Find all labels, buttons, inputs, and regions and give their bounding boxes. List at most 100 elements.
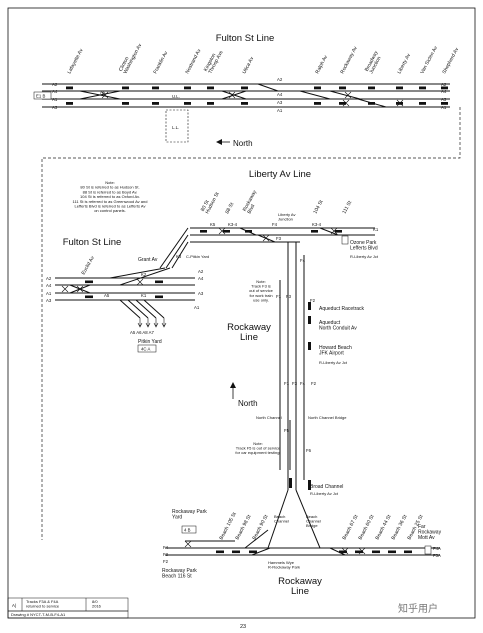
liberty-track-k1: K1	[373, 227, 379, 232]
switch-x	[344, 91, 352, 99]
platform	[223, 230, 230, 233]
f-label-f1-mid: F1	[284, 381, 290, 386]
fl-track-a5: A5	[104, 293, 110, 298]
liberty-track-k34-b: K3-4	[312, 222, 322, 227]
station-88-st-line: 88 St	[224, 201, 235, 215]
yard-box	[137, 344, 157, 353]
platform	[66, 86, 73, 90]
park-track-f2: F2	[163, 559, 169, 564]
north-channel-right: North Channel Bridge	[308, 415, 347, 420]
f-label-f3-mid: F3	[292, 381, 298, 386]
platform	[404, 550, 412, 554]
park-track-f3: F3	[163, 552, 169, 557]
liberty-line-title: Liberty Av Line	[249, 169, 311, 180]
switch-x	[218, 227, 226, 235]
north-arrow-mid	[230, 382, 236, 399]
platform	[419, 102, 426, 105]
far-signal-box	[424, 545, 432, 555]
yard-arrow	[161, 318, 167, 328]
platform	[241, 86, 248, 90]
drawing-number: Drawing # NYCT-T-M-B-F4-A1	[11, 612, 66, 617]
platform	[368, 86, 375, 90]
platform	[216, 550, 224, 554]
switch-x	[341, 547, 349, 555]
fulton-track-a2-right: A2	[441, 82, 447, 87]
platform	[308, 480, 311, 490]
liberty-track-f3: F3	[276, 236, 282, 241]
yard-arrow	[153, 318, 159, 328]
rockaway-trunk-tracks	[267, 242, 321, 549]
fulton-track-a3-left: A3	[52, 105, 58, 110]
fulton-track-a5: A5	[100, 90, 106, 95]
platform	[419, 86, 426, 90]
switch-x	[262, 234, 270, 242]
station-88-st: 88 St	[224, 201, 235, 215]
bottom-platforms	[184, 540, 412, 555]
north-channel-left: North Channel	[256, 415, 282, 420]
platform	[241, 102, 248, 105]
fl-track-a4: A4	[46, 283, 52, 288]
fulton-track-a4-right: A4	[441, 89, 447, 94]
platform	[207, 86, 214, 90]
platform	[388, 550, 396, 554]
north-label-top: North	[233, 139, 253, 148]
platform	[396, 86, 403, 90]
platform	[245, 230, 252, 233]
platform	[339, 550, 347, 554]
fulton-left-title: Fulton St Line	[63, 237, 122, 248]
switch-x	[184, 540, 192, 548]
platform	[308, 316, 311, 324]
platform	[200, 230, 207, 233]
fulton-track-a1-mid: A1	[277, 108, 283, 113]
liberty-track-k34-a: K3-4	[228, 222, 238, 227]
platform	[152, 102, 159, 105]
fulton-track-a3-mid: A3	[277, 100, 283, 105]
howard-interlocking: R-Liberty Av Jct	[319, 360, 348, 365]
fl-track-a1: A1	[46, 291, 52, 296]
fulton-track-a1-right: A1	[441, 105, 447, 110]
platform	[441, 102, 448, 105]
f-label-f2-mid: F2	[311, 381, 317, 386]
station-rockaway-blvd-line: Blvd	[246, 203, 256, 215]
f5-label: F5	[284, 428, 290, 433]
yard-arrow	[137, 318, 143, 328]
f-label-f4-mid: F4	[300, 381, 306, 386]
north-label-mid: North	[238, 399, 258, 408]
yard-tracks: A5 A6 A8 A7	[130, 330, 155, 335]
f-label-f1-top: F1	[276, 294, 282, 299]
platform	[207, 102, 214, 105]
far-track-f4a: F4A	[433, 546, 441, 551]
f6-label: F6	[306, 448, 312, 453]
pitkin-yard-interlocking: C-Pitkin Yard	[186, 254, 209, 259]
fulton-tracks	[42, 83, 450, 108]
switch-x	[61, 285, 69, 293]
platform	[122, 102, 129, 105]
page-number: 23	[240, 624, 246, 630]
fr-track-a3: A3	[198, 291, 204, 296]
north-arrow-top	[216, 139, 230, 145]
switch-x	[396, 99, 404, 107]
k1-label: K1	[141, 293, 147, 298]
platform	[85, 280, 93, 284]
yard-name: Pitkin Yard	[138, 339, 162, 345]
switch-x	[101, 91, 109, 99]
connector-dashed	[41, 107, 461, 540]
liberty-platforms	[200, 227, 342, 242]
revision-block	[7, 597, 129, 619]
note-renaming-text: Note:80 St is referred to as Hudson St.8…	[73, 180, 148, 213]
switch-x	[228, 91, 236, 99]
fulton-track-a4-mid: A4	[277, 92, 283, 97]
fulton-left-box	[33, 91, 52, 100]
broad-channel-interlocking: R-Liberty Av Jct	[310, 491, 339, 496]
